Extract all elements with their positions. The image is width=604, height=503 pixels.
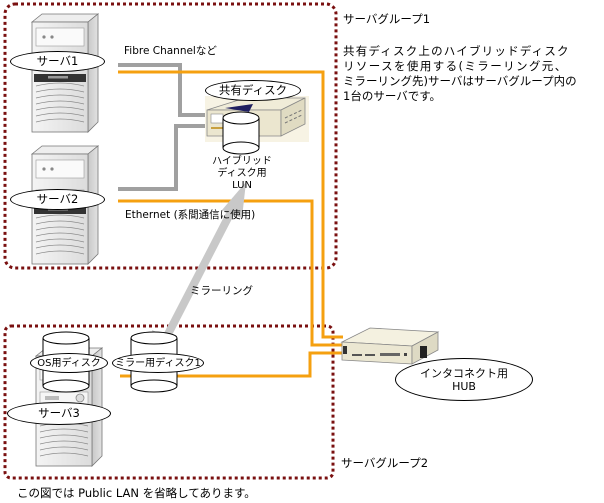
os-disk-label: OS用ディスク — [30, 353, 108, 373]
mirror-disk-label: ミラー用ディスク1 — [112, 353, 204, 373]
hub-label-line-1: インタコネクト用 — [420, 366, 508, 380]
lun-caption-line-3: LUN — [232, 180, 252, 191]
description-note: 共有ディスク上のハイブリッドディスク リソースを使用する(ミラーリング元、 ミラ… — [343, 44, 603, 104]
interconnect-hub-icon — [340, 327, 440, 365]
lun-caption: ハイブリッド ディスク用 LUN — [210, 156, 274, 192]
description-line-2: リソースを使用する(ミラーリング元、 — [343, 59, 568, 73]
server-group-1-frame — [3, 2, 338, 270]
ethernet-cables — [118, 70, 343, 378]
description-line-4: 1台のサーバです。 — [343, 89, 442, 103]
server-group-2-label: サーバグループ2 — [341, 456, 429, 470]
description-line-1: 共有ディスク上のハイブリッドディスク — [343, 44, 570, 58]
fibre-channel-label: Fibre Channelなど — [124, 45, 217, 57]
server-2-label: サーバ2 — [10, 189, 105, 210]
server-1-tower-icon — [31, 13, 99, 133]
fibre-channel-cables — [118, 63, 208, 191]
hybrid-disk-lun-icon — [222, 111, 260, 155]
server-group-1-label: サーバグループ1 — [343, 12, 431, 26]
lun-caption-line-1: ハイブリッド — [212, 156, 272, 167]
ethernet-label: Ethernet (系間通信に使用) — [125, 209, 256, 221]
server-1-label: サーバ1 — [10, 51, 105, 72]
mirroring-label: ミラーリング — [190, 285, 253, 297]
lun-caption-line-2: ディスク用 — [217, 168, 267, 179]
hub-label-line-2: HUB — [452, 379, 476, 393]
description-line-3: ミラーリング先)サーバはサーバグループ内の — [343, 74, 577, 88]
server-3-label: サーバ3 — [7, 402, 111, 425]
shared-disk-label: 共有ディスク — [205, 80, 301, 101]
footnote: この図では Public LAN を省略してあります。 — [17, 486, 256, 500]
hub-label: インタコネクト用 HUB — [395, 358, 533, 401]
